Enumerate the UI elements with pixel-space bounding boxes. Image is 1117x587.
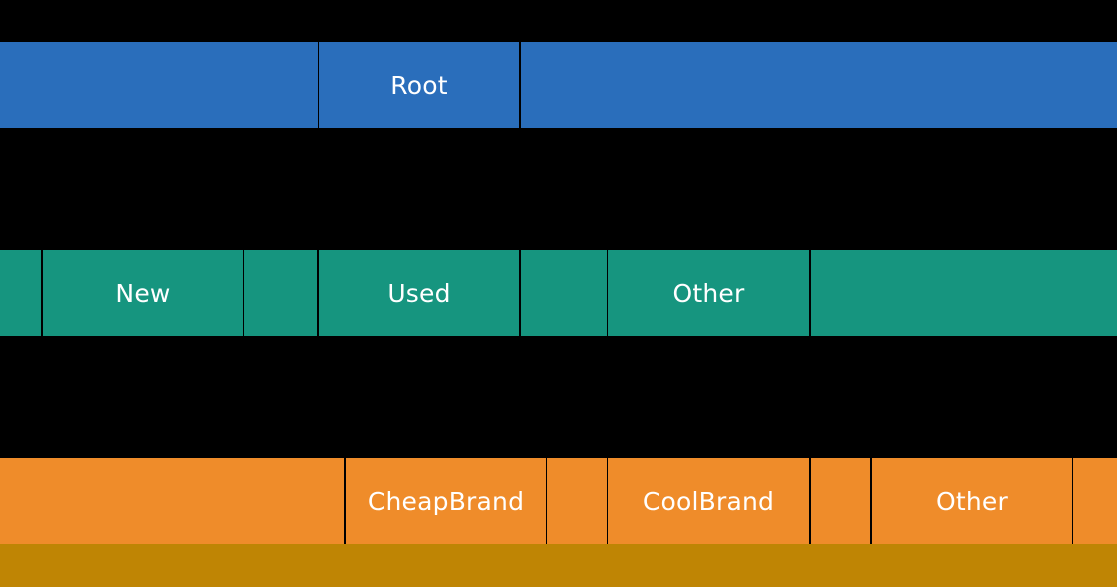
segment-used[interactable]: Used	[319, 250, 519, 336]
segment-label: CheapBrand	[367, 486, 525, 516]
segment-brand-filler-0[interactable]	[0, 458, 344, 544]
segment-label: CoolBrand	[642, 486, 775, 516]
chart-level-root: Root	[0, 42, 1117, 128]
segment-condition-filler-2[interactable]	[521, 250, 607, 336]
segment-footer-band[interactable]	[0, 544, 1117, 587]
segment-cheapbrand[interactable]: CheapBrand	[346, 458, 546, 544]
segment-brand-filler-1[interactable]	[547, 458, 607, 544]
segment-label: Root	[390, 70, 448, 100]
segment-brand-filler-2[interactable]	[811, 458, 870, 544]
segment-condition-filler-3[interactable]	[811, 250, 1117, 336]
segment-label: Other	[936, 486, 1008, 516]
chart-level-brand: CheapBrand CoolBrand Other	[0, 458, 1117, 544]
segment-new[interactable]: New	[43, 250, 243, 336]
segment-condition-filler-1[interactable]	[244, 250, 317, 336]
segment-label: Used	[387, 278, 451, 308]
segment-root-filler-left[interactable]	[0, 42, 318, 128]
chart-level-footer	[0, 544, 1117, 587]
segment-root-filler-right[interactable]	[521, 42, 1117, 128]
segment-root[interactable]: Root	[319, 42, 519, 128]
segment-brand-other[interactable]: Other	[872, 458, 1072, 544]
segment-brand-filler-3[interactable]	[1073, 458, 1117, 544]
chart-level-condition: New Used Other	[0, 250, 1117, 336]
segment-label: Other	[672, 278, 745, 308]
segment-condition-filler-0[interactable]	[0, 250, 41, 336]
segment-condition-other[interactable]: Other	[608, 250, 809, 336]
segment-coolbrand[interactable]: CoolBrand	[608, 458, 809, 544]
segment-label: New	[115, 278, 171, 308]
